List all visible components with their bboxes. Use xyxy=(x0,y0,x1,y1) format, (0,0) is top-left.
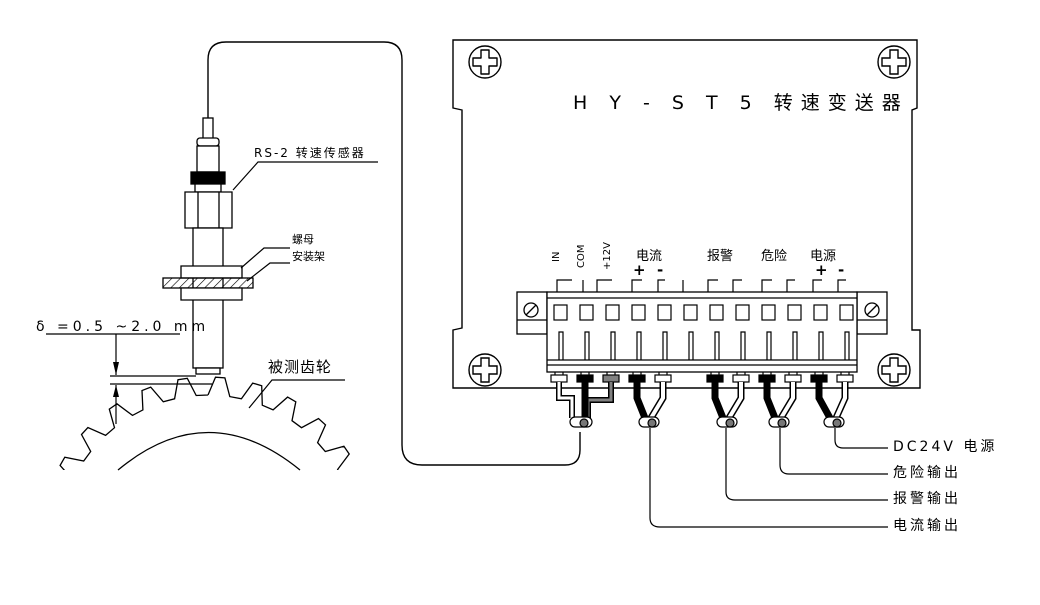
power-plus-sign: + xyxy=(815,261,828,279)
terminal-contact xyxy=(636,331,642,360)
terminal-contact xyxy=(818,331,824,360)
terminal-12v-label: +12V xyxy=(602,242,613,270)
terminal-screw-slot xyxy=(735,304,750,321)
alarm-output-line xyxy=(725,428,888,501)
enclosure-screws xyxy=(468,45,911,387)
terminal-contact xyxy=(688,331,694,360)
wire-plug xyxy=(810,374,828,383)
current-minus-sign: - xyxy=(657,261,664,279)
sensor-leader xyxy=(232,161,378,191)
terminal-contact xyxy=(714,331,720,360)
terminal-contact xyxy=(558,331,564,360)
power-output-line xyxy=(834,428,888,449)
bracket-label: 安装架 xyxy=(292,250,325,263)
terminal-screw-slot xyxy=(813,304,828,321)
screw-icon xyxy=(468,45,502,79)
output-alarm-label: 报警输出 xyxy=(893,491,961,507)
gear xyxy=(59,376,351,471)
terminal-screw-slot xyxy=(553,304,568,321)
nut-leader xyxy=(240,247,290,269)
terminal-screw-slot xyxy=(761,304,776,321)
screw-icon xyxy=(877,353,911,387)
terminal-screw-slot xyxy=(787,304,802,321)
bracket-leader xyxy=(246,262,290,282)
terminal-screw-slot xyxy=(657,304,672,321)
terminal-in-label: IN xyxy=(551,251,562,262)
wire-plug xyxy=(550,374,568,383)
wire-plug xyxy=(654,374,672,383)
screw-icon xyxy=(877,45,911,79)
gear-leader xyxy=(248,379,345,409)
terminal-screw-slot xyxy=(683,304,698,321)
nut-label: 螺母 xyxy=(292,233,314,246)
screw-icon xyxy=(468,353,502,387)
wire-plug xyxy=(732,374,750,383)
wire-plug xyxy=(758,374,776,383)
terminal-current-label: 电流 xyxy=(636,249,663,264)
power-minus-sign: - xyxy=(838,261,845,279)
terminal-slots xyxy=(553,279,854,360)
sensor-cable xyxy=(207,41,581,466)
terminal-contact xyxy=(740,331,746,360)
terminal-wires xyxy=(550,372,854,428)
wire-plug xyxy=(784,374,802,383)
speed-sensor xyxy=(162,117,254,375)
sensor-label: RS-2 转速传感器 xyxy=(254,146,366,160)
terminal-screw-slot xyxy=(839,304,854,321)
terminal-screw-slot xyxy=(579,304,594,321)
terminal-alarm-label: 报警 xyxy=(707,249,734,264)
transmitter-title: H Y - S T 5 转速变送器 xyxy=(573,92,909,114)
wire-plug xyxy=(576,374,594,383)
terminal-screw-slot xyxy=(709,304,724,321)
current-output-line xyxy=(649,428,888,528)
terminal-com-label: COM xyxy=(576,244,587,268)
wire-plug xyxy=(628,374,646,383)
output-danger-label: 危险输出 xyxy=(893,465,961,481)
wire-plug xyxy=(602,374,620,383)
terminal-power-label: 电源 xyxy=(810,249,837,264)
terminal-contact xyxy=(792,331,798,360)
terminal-contact xyxy=(766,331,772,360)
terminal-screw-slot xyxy=(605,304,620,321)
terminal-contact xyxy=(610,331,616,360)
terminal-contact xyxy=(662,331,668,360)
terminal-block xyxy=(516,291,888,373)
terminal-contact xyxy=(584,331,590,360)
wire-plug xyxy=(706,374,724,383)
terminal-screw-slot xyxy=(631,304,646,321)
danger-output-line xyxy=(779,428,888,475)
output-power-label: DC24V 电源 xyxy=(893,439,998,455)
transmitter-enclosure xyxy=(452,39,921,389)
current-plus-sign: + xyxy=(633,261,646,279)
output-current-label: 电流输出 xyxy=(893,518,961,534)
gear-label: 被测齿轮 xyxy=(268,358,333,376)
terminal-danger-label: 危险 xyxy=(761,249,788,264)
terminal-contact xyxy=(844,331,850,360)
gap-label: δ =0.5 ~2.0 mm xyxy=(36,319,210,335)
wire-plug xyxy=(836,374,854,383)
